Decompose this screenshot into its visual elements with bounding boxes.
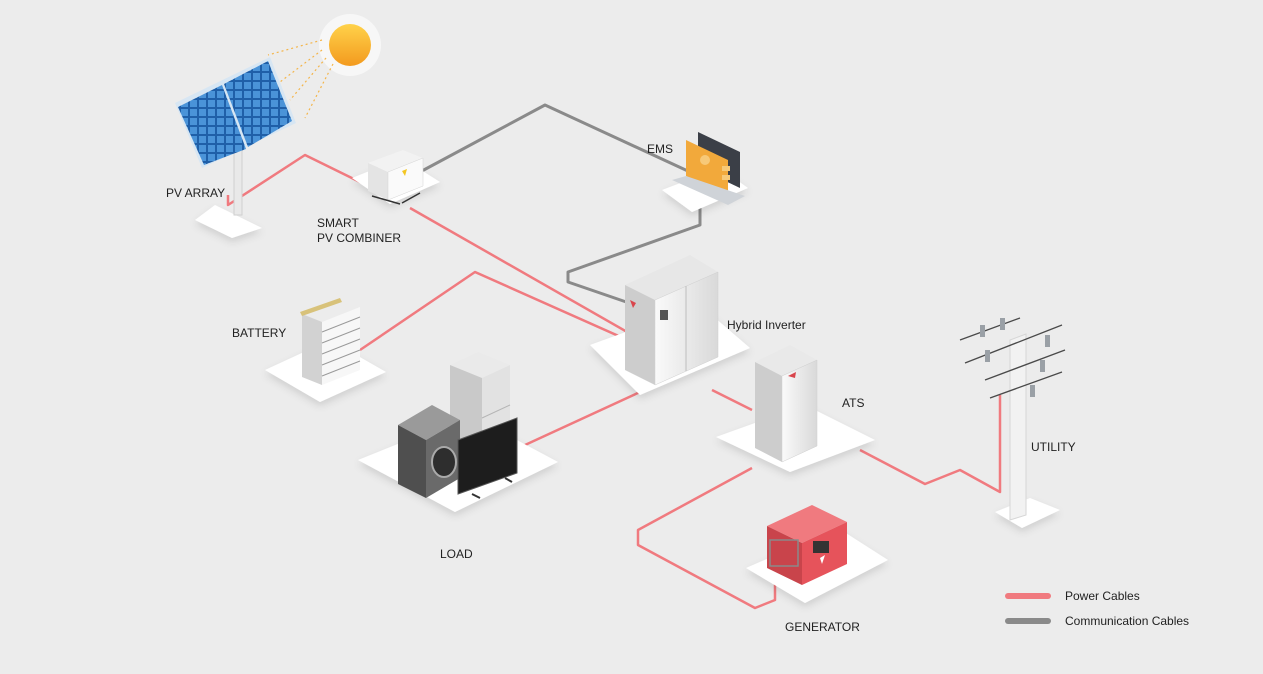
label-generator: GENERATOR	[785, 620, 860, 634]
comm-cable-combiner-ems	[419, 103, 691, 174]
battery-rack-icon	[300, 298, 361, 385]
label-smart-combiner: SMART PV COMBINER	[317, 216, 401, 246]
legend-label-power: Power Cables	[1065, 589, 1140, 603]
label-pv-array: PV ARRAY	[166, 186, 226, 200]
inverter-cabinet-icon	[625, 255, 719, 386]
legend-item-communication: Communication Cables	[1005, 614, 1189, 628]
power-cable-ats-utility	[859, 395, 1002, 494]
label-ats: ATS	[842, 396, 865, 410]
power-cable-inverter-ats	[711, 388, 753, 412]
utility-pole-icon	[959, 317, 1066, 521]
tv-icon	[457, 417, 518, 499]
label-hybrid-inverter: Hybrid Inverter	[727, 318, 806, 332]
legend-label-communication: Communication Cables	[1065, 614, 1190, 628]
washing-machine-icon	[398, 405, 460, 498]
power-cable-load-inverter	[524, 390, 641, 447]
laptop-icon	[672, 132, 745, 205]
power-cable-battery-inverter	[359, 270, 651, 352]
label-load: LOAD	[440, 547, 473, 561]
sun-icon	[267, 14, 381, 119]
power-cable-pv-combiner	[226, 153, 363, 207]
power-cable-ats-generator	[636, 466, 777, 610]
generator-icon	[767, 505, 847, 585]
comm-cable-ems-inverter	[566, 205, 702, 307]
label-utility: UTILITY	[1031, 440, 1076, 454]
solar-panel-icon	[175, 57, 296, 216]
combiner-box-icon	[368, 150, 424, 205]
ats-cabinet-icon	[755, 345, 818, 463]
legend-item-power: Power Cables	[1005, 589, 1140, 603]
label-battery: BATTERY	[232, 326, 287, 340]
label-smart-combiner-line1: SMART	[317, 216, 359, 230]
power-cable-combiner-inverter	[409, 206, 651, 347]
label-smart-combiner-line2: PV COMBINER	[317, 231, 402, 245]
communication-cables	[419, 103, 702, 307]
power-cables	[226, 153, 1002, 610]
legend-swatch-power	[1005, 593, 1051, 599]
legend-swatch-communication	[1005, 618, 1051, 624]
label-ems: EMS	[647, 142, 674, 156]
